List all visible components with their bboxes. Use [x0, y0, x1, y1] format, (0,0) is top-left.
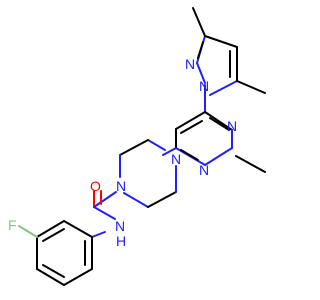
atom-amide-h: H [116, 233, 126, 249]
bond-c6-n1 [204, 111, 233, 131]
atom-pyrazole-n2: N [185, 56, 195, 72]
bond-c4-piperazine [162, 147, 177, 156]
bond-ar-c4-c5 [36, 268, 65, 286]
bond-n4-c3 [147, 139, 166, 151]
chemical-structure: N N N N N N O N H F [8, 7, 266, 286]
bond-c5-methyl [236, 80, 266, 94]
bond-c5-c6 [175, 111, 206, 130]
bond-ar-c1-c2 [63, 220, 93, 238]
bond-n1-n2 [196, 62, 206, 84]
bond-ar-c5-c6 [63, 268, 93, 286]
bond-ar-c2-c3-double [42, 228, 65, 242]
bond-ar-c2-c3 [36, 220, 65, 238]
bond-c2-n3 [204, 147, 233, 166]
bond-c5-n1 [209, 80, 238, 96]
atom-piperazine-n1: N [116, 178, 126, 194]
bond-n2-c3-double [197, 41, 204, 59]
pyrazole-ring [192, 7, 266, 113]
atom-piperazine-n4: N [171, 151, 181, 167]
carboxamide [91, 190, 117, 238]
atom-carbonyl-o: O [90, 178, 101, 194]
pyrimidine-ring [162, 111, 266, 173]
bond-c3-methyl [192, 7, 206, 37]
piperazine-ring [119, 139, 177, 208]
bond-ar-c4-c5-double [42, 264, 65, 278]
atom-pyrimidine-n3: N [199, 162, 209, 178]
bond-n1-c6 [123, 192, 149, 208]
atom-pyrazole-n1: N [199, 78, 209, 94]
atom-fluorine: F [8, 217, 17, 233]
bond-c3-c2 [119, 139, 149, 156]
bond-c-f [18, 225, 38, 238]
bond-c5-c6-double [180, 120, 203, 134]
bond-c2-methyl [235, 155, 266, 173]
bond-n1-carbonyl-c [93, 191, 117, 208]
bond-c6-c5 [147, 191, 177, 208]
bond-c6-n1-double [209, 117, 230, 131]
bond-nh-aryl [91, 231, 106, 238]
atom-labels: N N N N N N O N H F [8, 56, 237, 249]
atom-amide-n: N [115, 218, 125, 234]
atom-pyrimidine-n1: N [227, 118, 237, 134]
bond-c-nh [93, 206, 116, 220]
bond-c3-c4 [204, 35, 238, 48]
bond-n3-c4-double [180, 149, 199, 161]
fluorophenyl-ring [18, 220, 93, 286]
